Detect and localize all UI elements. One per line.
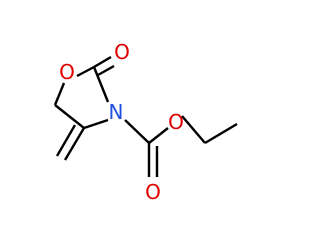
- bond-methylene-double-2: [55, 124, 77, 157]
- atom-ester-oxygen: O: [168, 110, 184, 134]
- bond-c5-to-ring-o: [53, 82, 66, 106]
- atom-ester-carbonyl-oxygen: O: [145, 180, 161, 204]
- bond-n-to-ester-c: [124, 119, 150, 144]
- bond-n-to-c4: [83, 118, 109, 130]
- bond-ring-o-to-carbonyl-c: [76, 65, 95, 78]
- bond-carbonyl-c-to-o-double-1: [93, 55, 112, 69]
- bond-c4-to-c5: [54, 104, 85, 129]
- atom-ring-oxygen: O: [59, 60, 75, 84]
- bond-o-to-ch2: [181, 115, 206, 144]
- atom-ring-carbonyl-oxygen: O: [114, 40, 130, 64]
- bond-carbonyl-c-to-o-double-2: [97, 64, 115, 77]
- bond-carbonyl-c-to-n: [92, 66, 110, 103]
- atom-ring-nitrogen: N: [109, 100, 124, 124]
- bond-ch2-to-ch3: [204, 122, 238, 145]
- chemical-structure-diagram: O O N O O: [53, 40, 238, 204]
- bond-methylene-double-1: [63, 127, 86, 161]
- bond-ester-c-to-o-single: [148, 127, 169, 144]
